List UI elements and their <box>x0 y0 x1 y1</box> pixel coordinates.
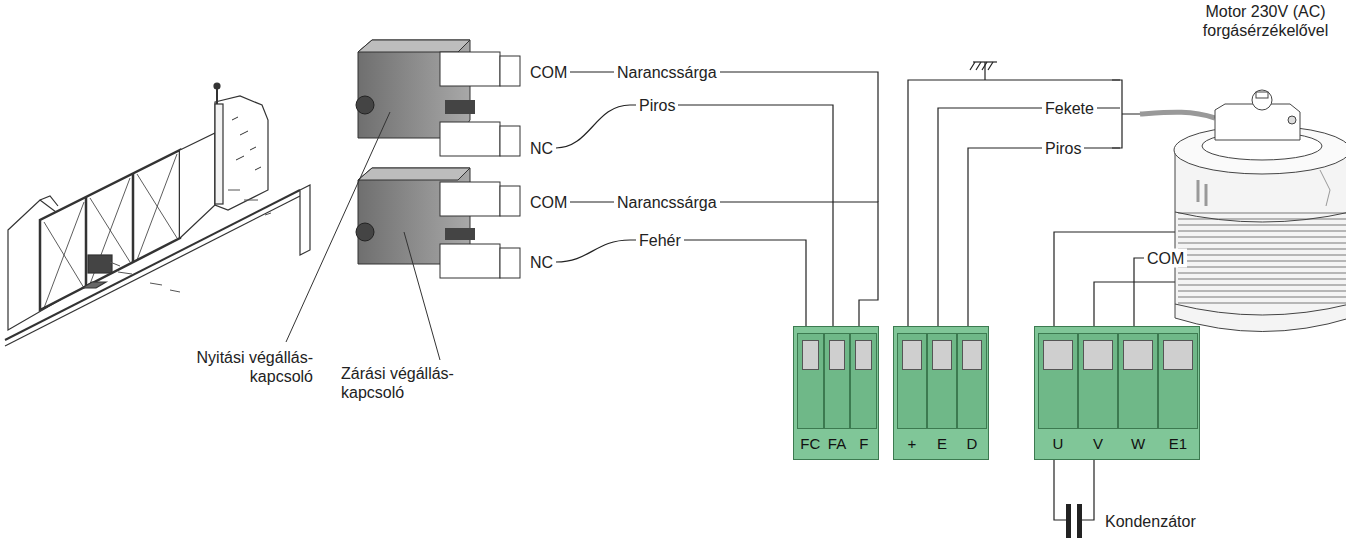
terminal-block: +ED <box>893 326 989 460</box>
terminal-cell <box>1158 333 1198 429</box>
terminal-screw <box>1163 340 1193 370</box>
label: Narancssárga <box>614 63 720 82</box>
label: COM <box>1144 249 1187 268</box>
label: Nyitási végállás-kapcsoló <box>150 348 316 386</box>
terminal-label: W <box>1118 435 1158 453</box>
terminal-cell <box>1038 333 1078 429</box>
label: Motor 230V (AC) forgásérzékelővel <box>1180 2 1346 40</box>
label: Piros <box>1042 139 1084 158</box>
terminal-screw <box>932 340 952 370</box>
terminal-cell <box>797 333 824 429</box>
label: NC <box>527 253 556 272</box>
terminal-cell <box>1078 333 1118 429</box>
label: Zárási végállás-kapcsoló <box>338 364 494 402</box>
terminal-cell <box>957 333 987 429</box>
terminal-screw <box>902 340 922 370</box>
terminal-screw <box>829 340 846 370</box>
label: COM <box>527 193 570 212</box>
label: Kondenzátor <box>1102 512 1199 531</box>
limit-switch <box>356 168 520 278</box>
terminal-cell <box>824 333 851 429</box>
terminal-screw <box>1043 340 1073 370</box>
label: Fekete <box>1042 99 1097 118</box>
terminal-screw <box>1083 340 1113 370</box>
terminal-block: UVWE1 <box>1034 326 1200 460</box>
terminal-label: E <box>927 435 957 453</box>
terminal-cell <box>1118 333 1158 429</box>
terminal-cell <box>897 333 927 429</box>
terminal-label: F <box>850 435 877 453</box>
terminal-cell <box>927 333 957 429</box>
label: COM <box>527 63 570 82</box>
terminal-cell <box>850 333 877 429</box>
label: NC <box>527 139 556 158</box>
terminal-screw <box>802 340 819 370</box>
leader-line <box>286 112 440 360</box>
label: Narancssárga <box>614 193 720 212</box>
terminal-label: D <box>957 435 987 453</box>
terminal-label: FC <box>797 435 824 453</box>
limit-switch <box>356 40 520 156</box>
capacitor-symbol <box>1066 504 1082 538</box>
terminal-block: FCFAF <box>793 326 879 460</box>
terminal-screw <box>962 340 982 370</box>
ground-symbol <box>970 62 997 80</box>
terminal-label: + <box>897 435 927 453</box>
terminal-label: V <box>1078 435 1118 453</box>
gate-illustration <box>5 83 310 346</box>
motor <box>1140 90 1346 332</box>
terminal-label: U <box>1038 435 1078 453</box>
terminal-label: FA <box>824 435 851 453</box>
terminal-screw <box>855 340 872 370</box>
terminal-screw <box>1123 340 1153 370</box>
terminal-label: E1 <box>1158 435 1198 453</box>
label: Fehér <box>636 231 684 250</box>
label: Piros <box>636 96 678 115</box>
